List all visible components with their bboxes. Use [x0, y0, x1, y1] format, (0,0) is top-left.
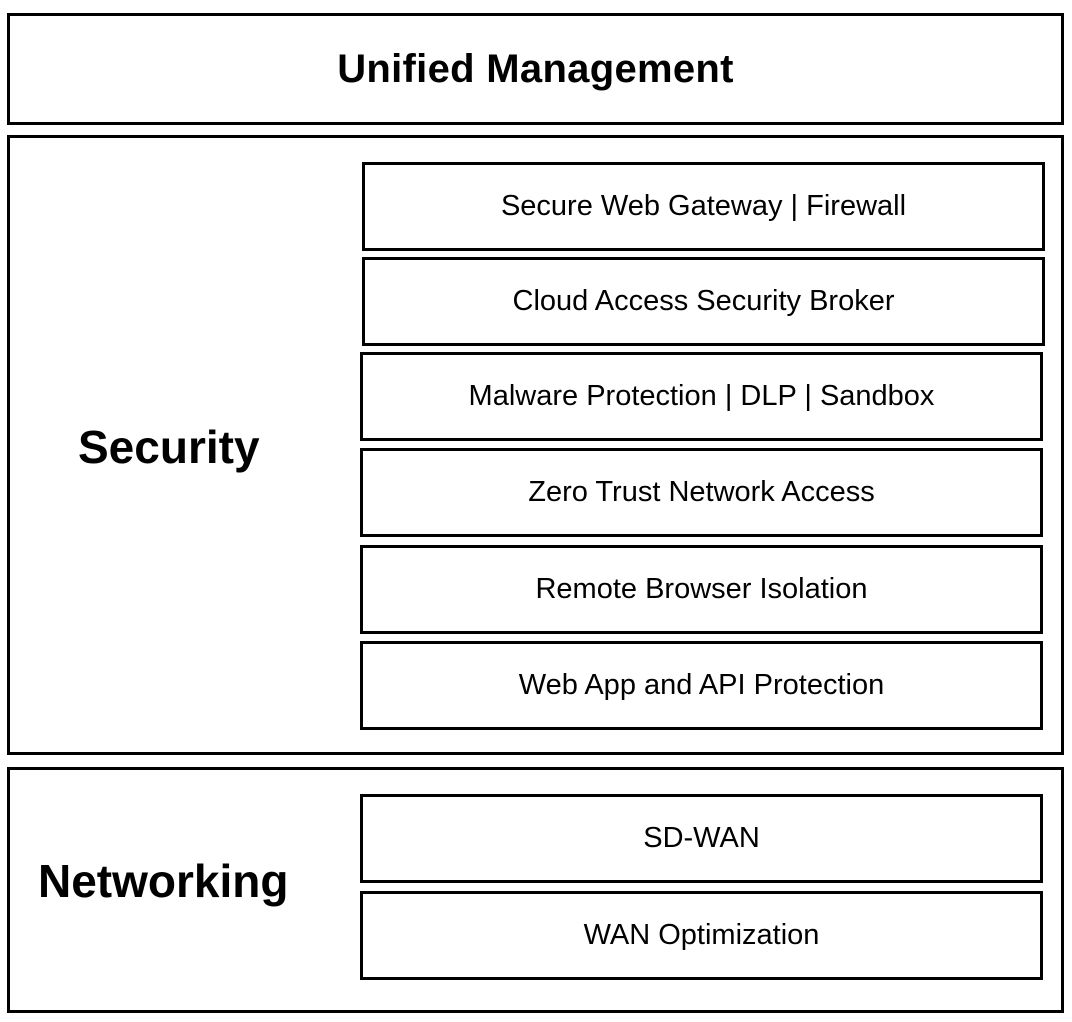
- security-item-cloud-access-security-broker: Cloud Access Security Broker: [362, 257, 1045, 346]
- security-item-label: Zero Trust Network Access: [528, 476, 875, 508]
- networking-section: Networking SD-WAN WAN Optimization: [7, 767, 1064, 1013]
- security-label: Security: [78, 421, 260, 473]
- security-item-label: Malware Protection | DLP | Sandbox: [468, 380, 935, 412]
- networking-item-label: WAN Optimization: [583, 919, 820, 951]
- networking-label: Networking: [38, 855, 289, 907]
- unified-management-title: Unified Management: [337, 46, 734, 91]
- security-item-label: Remote Browser Isolation: [535, 573, 868, 605]
- security-item-label: Cloud Access Security Broker: [512, 285, 895, 317]
- security-item-label: Secure Web Gateway | Firewall: [500, 190, 907, 222]
- unified-management-box: Unified Management: [7, 13, 1064, 125]
- security-item-label: Web App and API Protection: [518, 669, 885, 701]
- security-item-remote-browser-isolation: Remote Browser Isolation: [360, 545, 1043, 634]
- security-item-zero-trust-network-access: Zero Trust Network Access: [360, 448, 1043, 537]
- security-section: Security Secure Web Gateway | Firewall C…: [7, 135, 1064, 755]
- security-item-web-app-api-protection: Web App and API Protection: [360, 641, 1043, 730]
- security-item-secure-web-gateway: Secure Web Gateway | Firewall: [362, 162, 1045, 251]
- networking-item-wan-optimization: WAN Optimization: [360, 891, 1043, 980]
- networking-item-sd-wan: SD-WAN: [360, 794, 1043, 883]
- security-item-malware-protection: Malware Protection | DLP | Sandbox: [360, 352, 1043, 441]
- networking-item-label: SD-WAN: [643, 822, 760, 854]
